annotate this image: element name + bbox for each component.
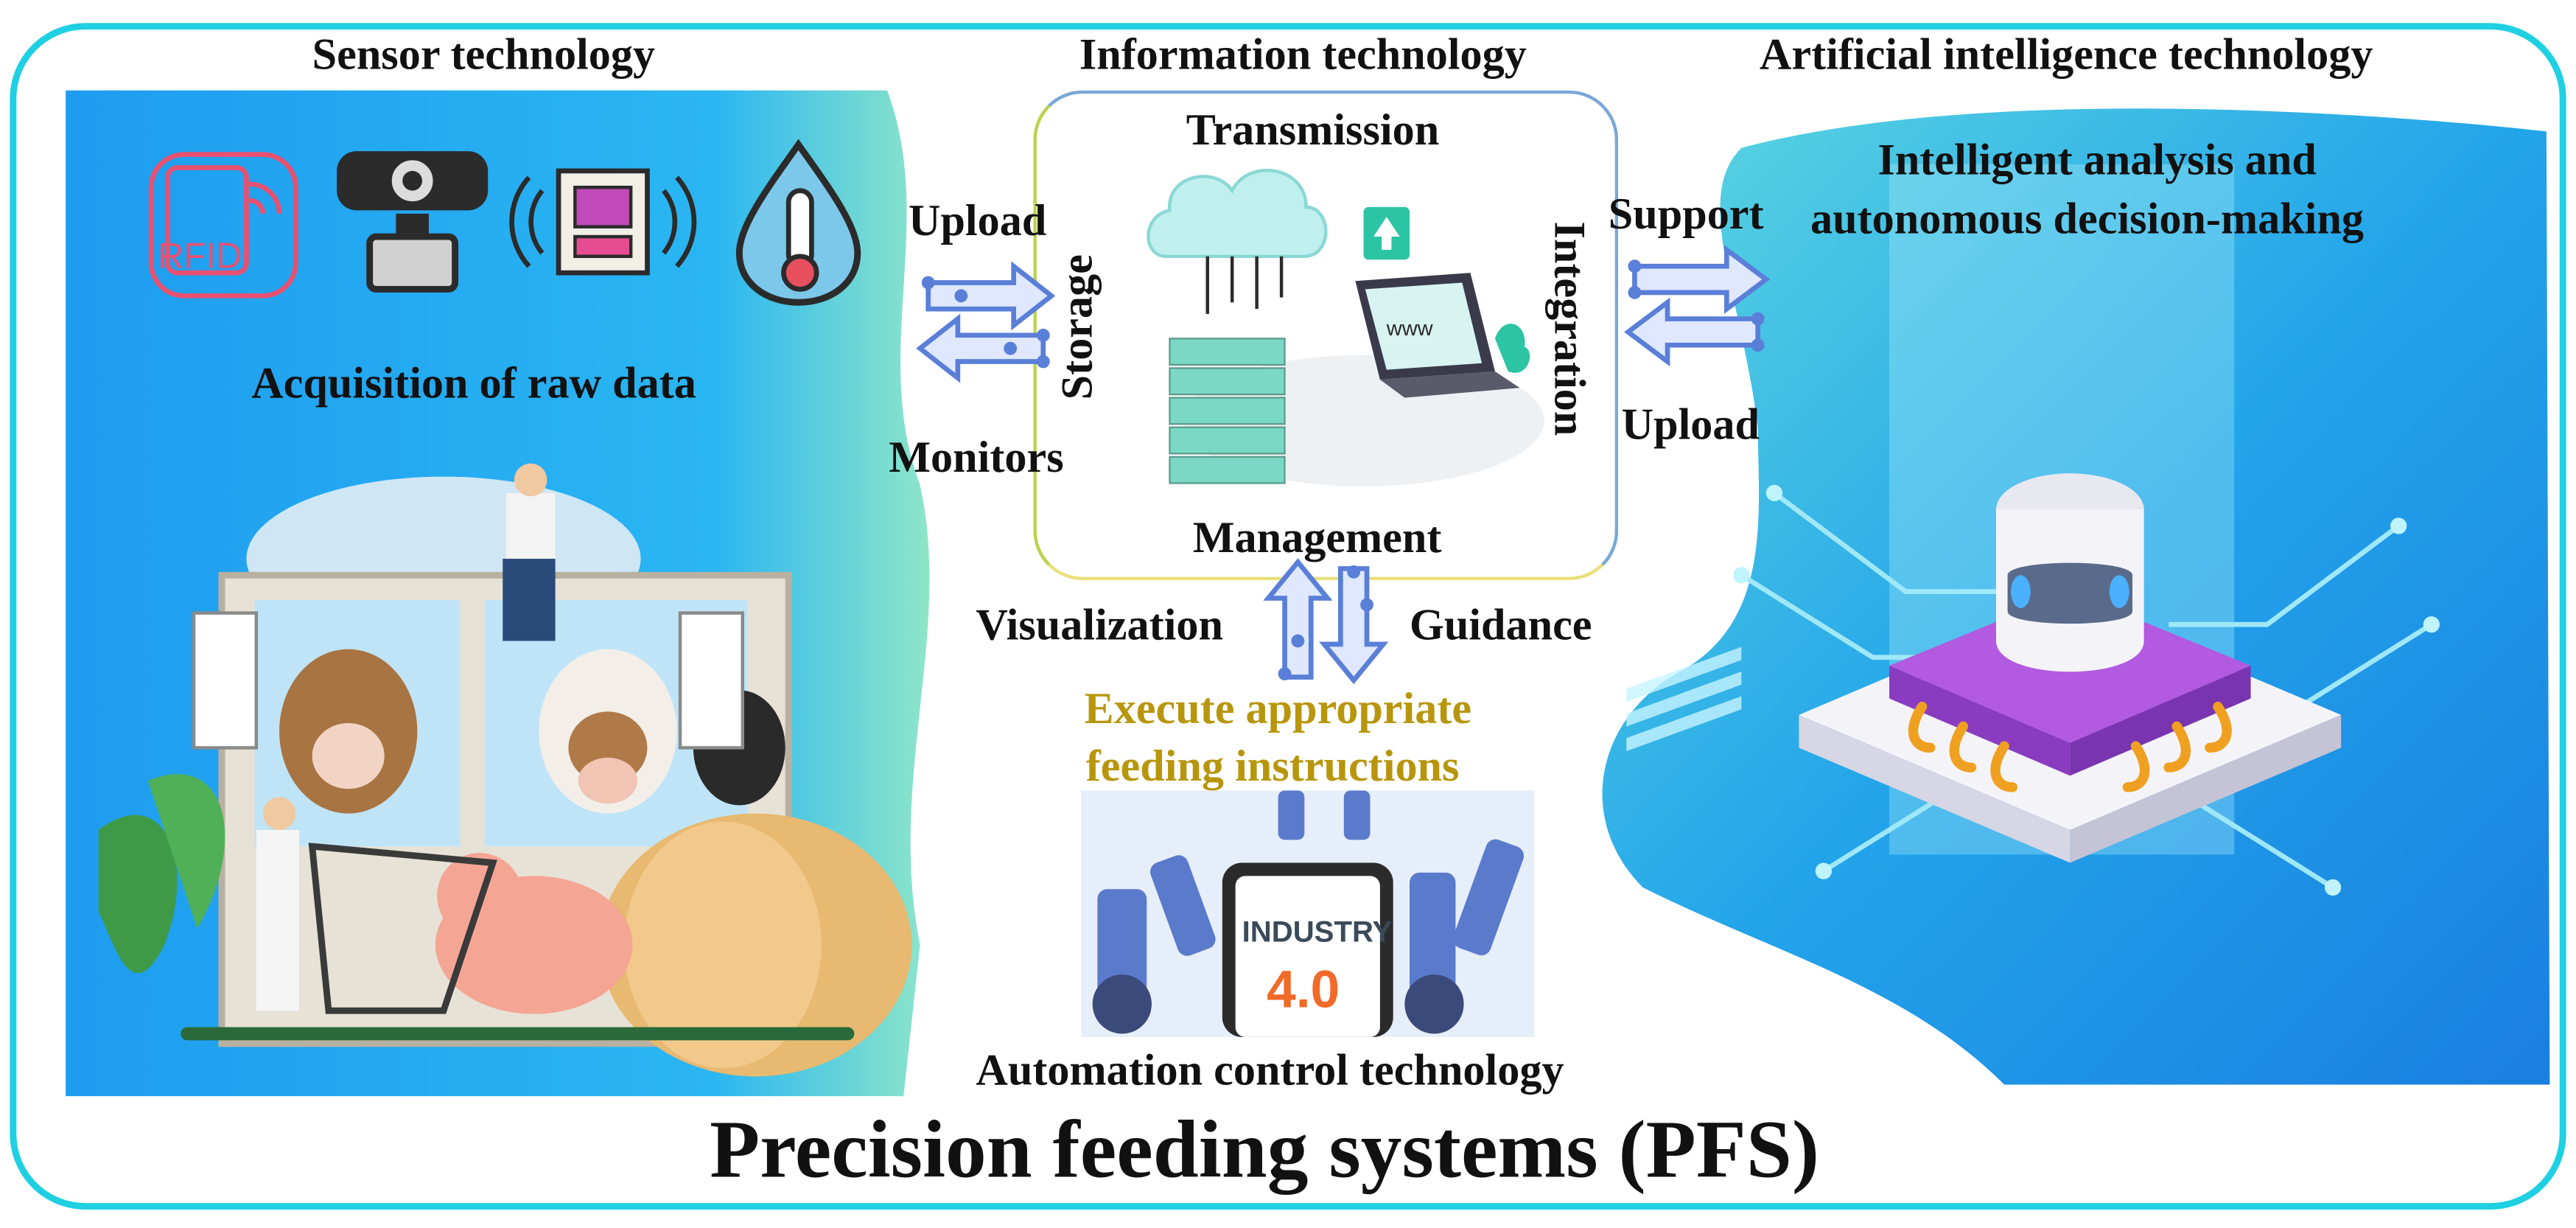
industry-4-robot-illustration — [1081, 790, 1535, 1037]
rfid-label: RFID — [158, 234, 242, 276]
camera-icon — [337, 151, 489, 293]
ai-panel — [1602, 108, 2550, 1085]
cloud-server-laptop-illustration — [1147, 168, 1544, 486]
ai-technology-heading: Artificial intelligence technology — [1759, 29, 2373, 80]
main-title: Precision feeding systems (PFS) — [710, 1103, 1820, 1195]
acquisition-caption: Acquisition of raw data — [251, 358, 696, 408]
upload-monitor-arrows — [916, 261, 1056, 383]
management-label: Management — [1192, 512, 1442, 562]
upload-right-label: Upload — [1621, 399, 1760, 449]
sensor-panel — [66, 90, 930, 1097]
transmission-label: Transmission — [1186, 105, 1440, 155]
execute-line2: feeding instructions — [1085, 741, 1460, 791]
automation-heading: Automation control technology — [976, 1045, 1564, 1095]
laptop-www: www — [1386, 315, 1433, 341]
ai-caption-line1: Intelligent analysis and — [1877, 134, 2317, 184]
storage-label: Storage — [1052, 254, 1102, 400]
guidance-label: Guidance — [1409, 599, 1592, 649]
support-label: Support — [1608, 189, 1764, 239]
ai-caption-line2: autonomous decision-making — [1810, 194, 2365, 243]
chip-sensor-icon — [509, 168, 697, 276]
rfid-icon — [148, 152, 298, 299]
visualization-label: Visualization — [976, 599, 1224, 649]
monitors-label: Monitors — [889, 432, 1064, 482]
information-technology-heading: Information technology — [1079, 29, 1527, 80]
outer-frame — [10, 23, 2566, 1210]
support-upload-arrows — [1623, 245, 1771, 367]
water-thermometer-icon — [735, 139, 861, 306]
integration-label: Integration — [1544, 221, 1595, 436]
execute-line1: Execute appropriate — [1084, 683, 1472, 733]
industry-version: 4.0 — [1267, 960, 1340, 1019]
upload-left-label: Upload — [908, 195, 1047, 245]
sensor-technology-heading: Sensor technology — [312, 29, 656, 80]
industry-label: INDUSTRY — [1242, 915, 1393, 949]
visualization-guidance-arrows — [1263, 558, 1389, 685]
